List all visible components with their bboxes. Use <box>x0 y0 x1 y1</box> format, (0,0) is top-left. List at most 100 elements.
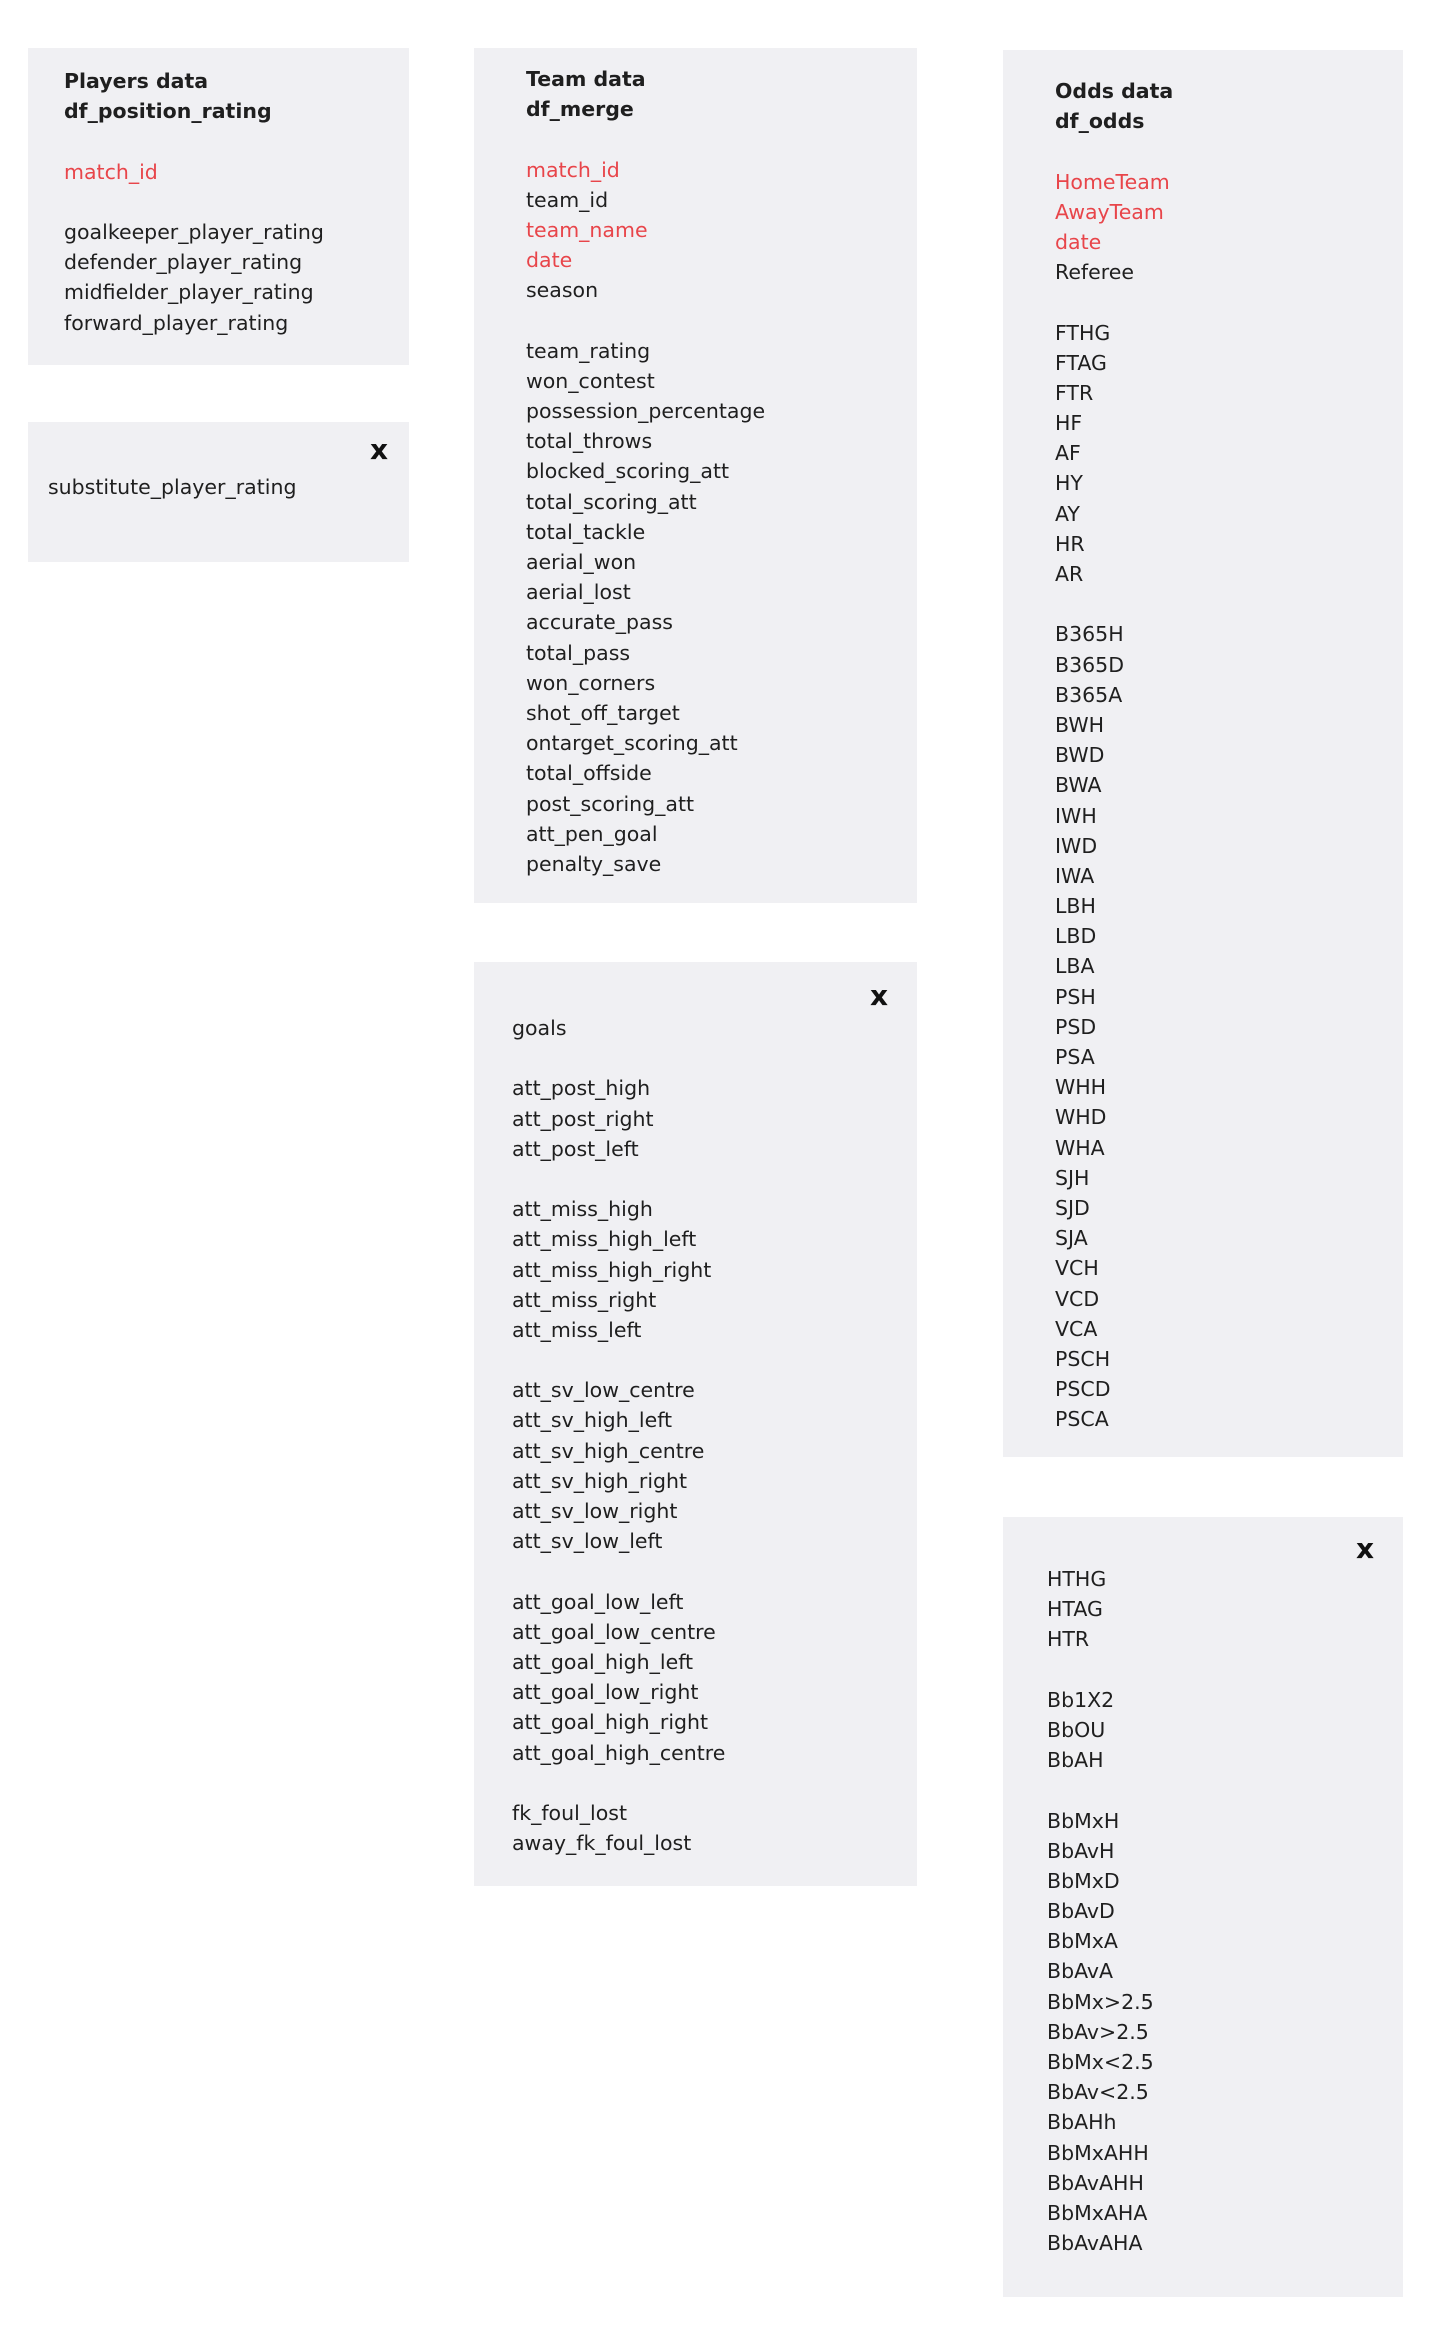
excluded-field: BbMxA <box>1047 1929 1118 1954</box>
odds-field: LBD <box>1055 924 1097 949</box>
odds-field: BWD <box>1055 743 1105 768</box>
excluded-field: HTHG <box>1047 1567 1107 1591</box>
players-panel: Players data df_position_rating match_id… <box>28 48 409 365</box>
odds-field: BWA <box>1055 773 1102 798</box>
excluded-field: att_goal_low_left <box>512 1589 684 1614</box>
odds-key-field: date <box>1055 229 1102 254</box>
odds-field: AY <box>1055 501 1080 526</box>
odds-field: WHH <box>1055 1075 1107 1100</box>
team-field: possession_percentage <box>526 399 766 424</box>
odds-field: VCD <box>1055 1286 1100 1311</box>
odds-subtitle: df_odds <box>1055 109 1145 134</box>
odds-field: PSCA <box>1055 1407 1109 1432</box>
excluded-field: goals <box>512 1016 567 1040</box>
excluded-field: fk_foul_lost <box>512 1800 627 1825</box>
excluded-field: att_sv_high_left <box>512 1408 673 1433</box>
odds-field: IWD <box>1055 833 1098 858</box>
excluded-field: BbMxAHA <box>1047 2200 1148 2225</box>
odds-field: FTHG <box>1055 320 1111 345</box>
odds-field: PSD <box>1055 1014 1097 1039</box>
odds-field: B365A <box>1055 682 1123 707</box>
odds-title: Odds data <box>1055 79 1174 103</box>
excluded-field: BbMxAHH <box>1047 2140 1149 2165</box>
excluded-field: BbAvA <box>1047 1959 1114 1984</box>
excluded-field: HTAG <box>1047 1597 1103 1622</box>
odds-list: Odds data df_odds HomeTeam AwayTeam date… <box>1055 76 1173 1434</box>
odds-panel: Odds data df_odds HomeTeam AwayTeam date… <box>1003 50 1403 1457</box>
odds-key-field: AwayTeam <box>1055 199 1164 224</box>
excluded-field: BbAvD <box>1047 1899 1115 1924</box>
odds-field: PSCD <box>1055 1377 1111 1402</box>
odds-field: WHA <box>1055 1135 1105 1160</box>
team-field: total_pass <box>526 640 631 665</box>
odds-field: SJA <box>1055 1226 1088 1251</box>
excluded-field: BbAH <box>1047 1748 1104 1773</box>
excluded-field: att_miss_high_right <box>512 1257 712 1282</box>
team-field: won_corners <box>526 670 656 695</box>
odds-field: PSA <box>1055 1045 1095 1069</box>
odds-field: WHD <box>1055 1105 1107 1130</box>
excluded-field: att_sv_high_centre <box>512 1438 705 1463</box>
team-field: aerial_lost <box>526 580 631 605</box>
players-excluded-list: substitute_player_rating <box>48 472 296 502</box>
excluded-field: BbAv<2.5 <box>1047 2080 1149 2105</box>
team-field: accurate_pass <box>526 610 673 635</box>
excluded-field: att_post_right <box>512 1106 654 1131</box>
odds-field: SJH <box>1055 1165 1090 1190</box>
excluded-field: BbAHh <box>1047 2110 1117 2135</box>
excluded-field: att_sv_low_right <box>512 1499 678 1523</box>
odds-field: B365D <box>1055 652 1124 677</box>
team-subtitle: df_merge <box>526 97 634 122</box>
team-field: total_scoring_att <box>526 489 697 514</box>
team-field: post_scoring_att <box>526 791 695 816</box>
players-field: forward_player_rating <box>64 310 289 335</box>
excluded-field: BbAvAHA <box>1047 2231 1143 2256</box>
team-panel: Team data df_merge match_id team_id team… <box>474 48 917 903</box>
team-id-field: season <box>526 278 599 303</box>
excluded-x-icon: x <box>870 979 889 1012</box>
team-field: att_pen_goal <box>526 821 658 846</box>
excluded-field: BbMxD <box>1047 1868 1120 1893</box>
team-field: total_throws <box>526 429 653 454</box>
odds-field: VCA <box>1055 1316 1098 1341</box>
excluded-field: att_miss_left <box>512 1317 642 1342</box>
excluded-field: BbAv>2.5 <box>1047 2019 1149 2044</box>
team-key-field: team_name <box>526 217 648 242</box>
excluded-field: BbAvH <box>1047 1838 1115 1863</box>
team-field: blocked_scoring_att <box>526 459 730 484</box>
team-field: penalty_save <box>526 851 662 876</box>
odds-key-field: HomeTeam <box>1055 169 1170 194</box>
team-field: won_contest <box>526 368 655 393</box>
team-excluded-list: goals att_post_high att_post_right att_p… <box>512 1013 725 1858</box>
excluded-field: att_post_high <box>512 1076 651 1101</box>
excluded-field: att_sv_low_centre <box>512 1378 695 1403</box>
excluded-field: HTR <box>1047 1627 1090 1652</box>
team-field: total_tackle <box>526 519 646 544</box>
excluded-field: substitute_player_rating <box>48 475 297 499</box>
players-field: defender_player_rating <box>64 250 303 275</box>
team-title: Team data <box>526 67 646 91</box>
excluded-field: att_miss_high_left <box>512 1227 697 1252</box>
excluded-field: BbMx>2.5 <box>1047 1989 1154 2014</box>
excluded-field: att_miss_high <box>512 1197 653 1222</box>
team-key-field: match_id <box>526 157 620 182</box>
excluded-field: away_fk_foul_lost <box>512 1831 692 1856</box>
team-key-field: date <box>526 248 573 273</box>
players-field: goalkeeper_player_rating <box>64 219 324 244</box>
odds-field: IWH <box>1055 803 1097 828</box>
odds-field: IWA <box>1055 863 1095 888</box>
odds-excluded-panel: x HTHG HTAG HTR Bb1X2 BbOU BbAH BbMxH Bb… <box>1003 1517 1403 2297</box>
excluded-field: att_goal_low_right <box>512 1680 699 1705</box>
odds-field: LBA <box>1055 954 1095 979</box>
excluded-field: att_goal_high_centre <box>512 1740 726 1765</box>
odds-field: AF <box>1055 441 1081 466</box>
excluded-field: att_sv_high_right <box>512 1468 688 1493</box>
team-excluded-panel: x goals att_post_high att_post_right att… <box>474 962 917 1886</box>
team-field: ontarget_scoring_att <box>526 731 738 756</box>
team-id-field: team_id <box>526 187 609 212</box>
excluded-field: att_goal_high_left <box>512 1649 694 1674</box>
excluded-x-icon: x <box>1356 1532 1375 1565</box>
excluded-field: BbMx<2.5 <box>1047 2050 1154 2074</box>
excluded-field: att_miss_right <box>512 1287 657 1312</box>
excluded-field: BbOU <box>1047 1717 1106 1742</box>
